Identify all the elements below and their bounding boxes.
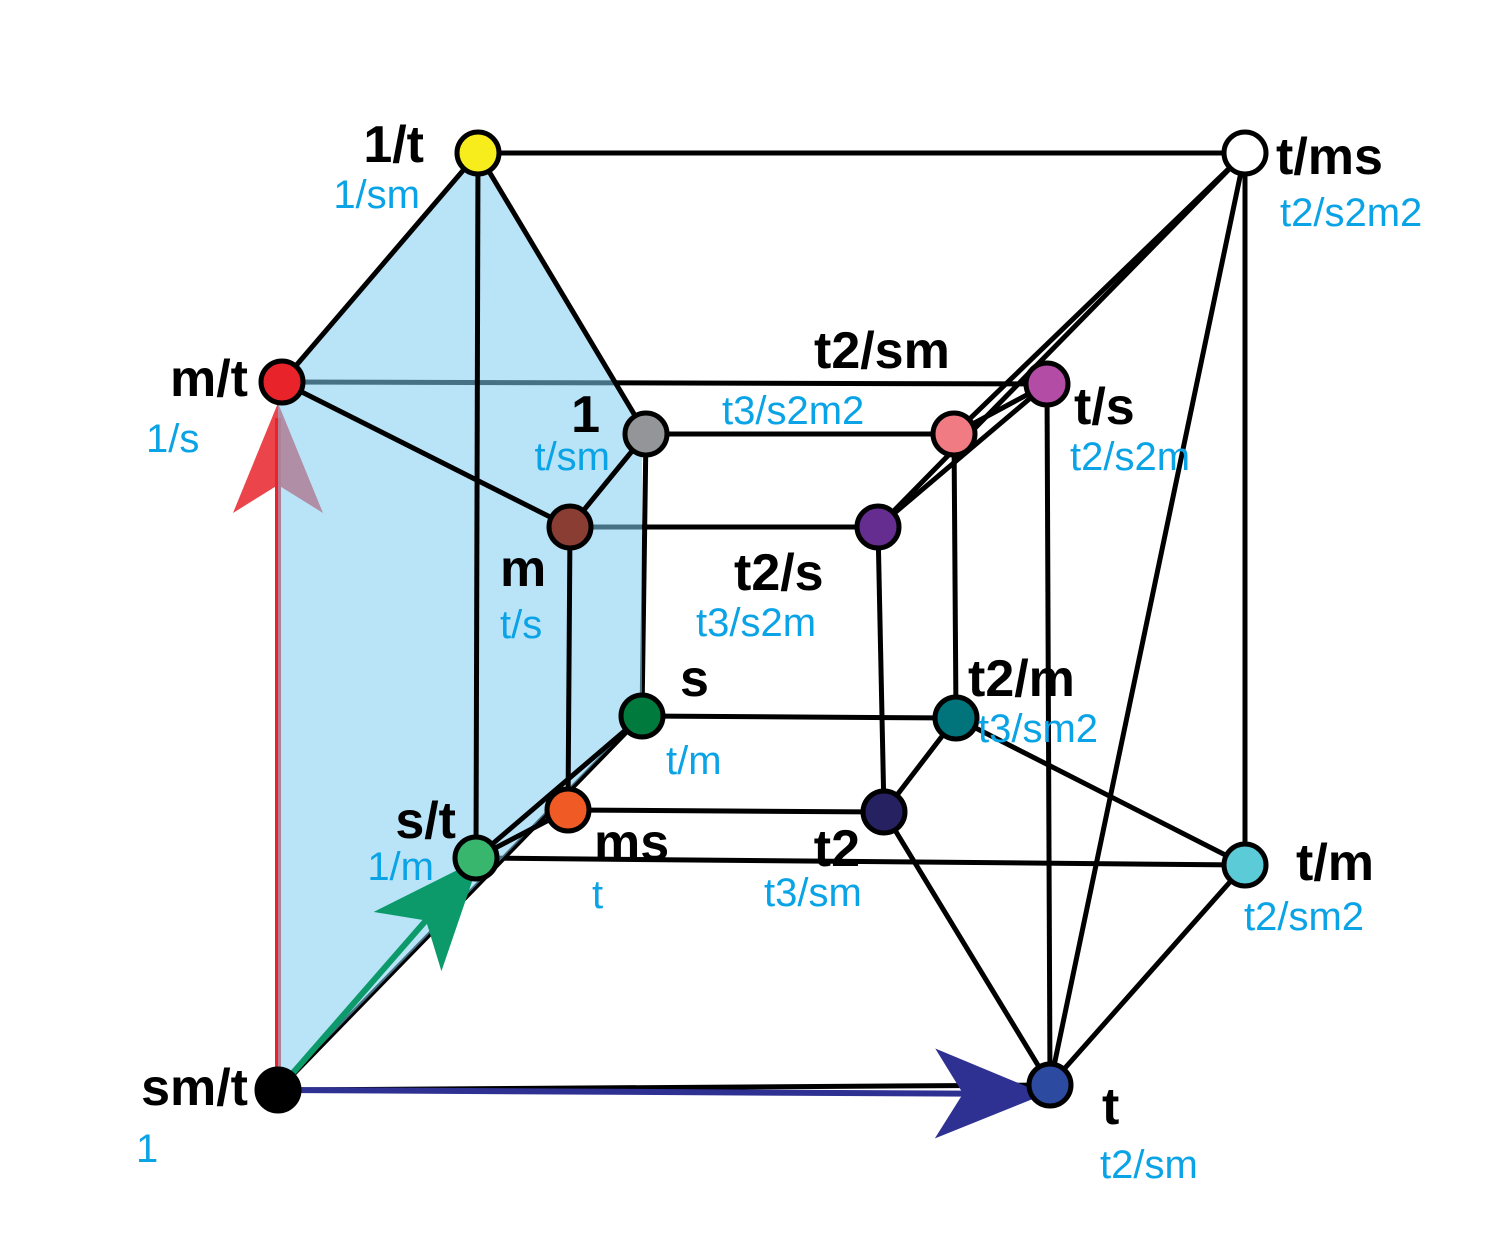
edge-t-ms-t2-sm [952,151,1247,436]
node-ms [544,786,592,834]
edge-t2-t [881,810,1053,1087]
label-one: 1 [571,386,600,444]
node-sm-t [254,1066,302,1114]
edge-t-t-s [1044,383,1053,1086]
label-t2-sm: t2/sm [814,322,950,380]
highlighted-plane [278,153,642,1090]
node-t2-s [854,503,902,551]
sub-s-t: 1/m [367,845,434,889]
sub-one: t/sm [534,435,610,479]
edge-one-s [639,433,649,717]
edge-m-t-m [280,379,572,530]
edge-t2-sm-t2-m [951,433,959,719]
edge-ms-t2 [567,807,885,815]
sub-sm-t: 1 [136,1127,158,1171]
edge-one-t-one [475,151,649,436]
sub-t: t2/sm [1100,1143,1198,1187]
node-m-t [258,358,306,406]
sub-m: t/s [500,603,542,647]
sub-ms: t [592,873,603,917]
edge-t-t-ms [1047,152,1248,1086]
label-s: s [680,650,709,708]
node-s [618,692,666,740]
node-m [546,503,594,551]
sub-t-m: t2/sm2 [1244,895,1364,939]
sub-m-t: 1/s [146,417,199,461]
node-t [1026,1061,1074,1109]
sub-t2-sm: t3/s2m2 [722,389,864,433]
edge-s-t2-m [641,713,957,721]
label-sm-t: sm/t [141,1059,248,1117]
sub-t-ms: t2/s2m2 [1280,191,1422,235]
edges-layer [276,150,1248,1093]
edge-m-t-one-t [280,151,480,384]
edge-t-t-m [1048,863,1247,1087]
sub-t2-m: t3/sm2 [978,707,1098,751]
sub-one-t: 1/sm [333,173,420,217]
edge-s-t-t-m [475,855,1246,868]
nodes-layer [254,129,1269,1114]
label-t2: t2 [814,820,860,878]
sub-t2: t3/sm [764,871,862,915]
edge-t2-s-t2 [875,526,887,813]
label-ms: ms [594,814,669,872]
label-m-t: m/t [170,350,248,408]
edge-m-ms [565,526,573,811]
edge-t2-m-t-m [954,715,1247,868]
green-axis-arrow [275,858,480,1092]
sub-t2-s: t3/s2m [696,601,816,645]
edge-one-t-s-t [473,152,481,859]
label-t-m: t/m [1296,834,1374,892]
label-t: t [1102,1078,1119,1136]
node-t2 [860,788,908,836]
label-t-ms: t/ms [1276,128,1383,186]
label-one-t: 1/t [363,116,424,174]
node-s-t [452,834,500,882]
label-t2-s: t2/s [734,544,824,602]
blue-axis-arrow [277,1048,1045,1139]
sub-s: t/m [666,739,722,783]
label-m: m [500,540,546,598]
edge-s-t-s [474,714,644,860]
node-t2-sm [930,410,978,458]
node-t-m [1221,841,1269,889]
node-t-ms [1221,129,1269,177]
node-one [622,410,670,458]
label-s-t: s/t [395,792,456,850]
sub-t-s: t2/s2m [1070,435,1190,479]
node-t-s [1023,360,1071,408]
label-t-s: t/s [1074,378,1135,436]
node-one-t [454,129,502,177]
node-t2-m [932,694,980,742]
labels-layer: sm/t 1 m/t 1/s 1/t 1/sm s/t 1/m 1 t/sm m… [136,116,1422,1187]
label-t2-m: t2/m [968,650,1075,708]
